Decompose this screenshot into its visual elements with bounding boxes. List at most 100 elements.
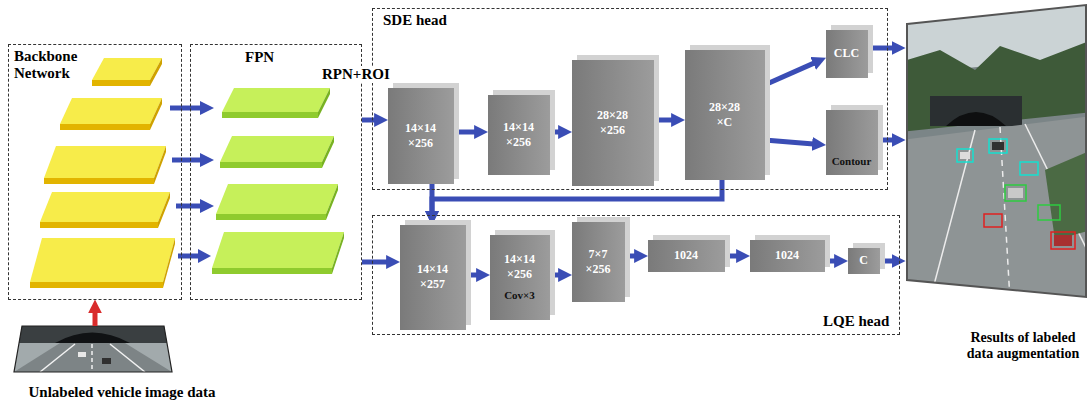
flow-arrow: [93, 312, 98, 326]
flow-arrow: [625, 254, 636, 259]
backbone-plates: [30, 58, 175, 288]
box-label: Contour: [832, 154, 872, 169]
level-arrows: [170, 101, 214, 263]
plate-front: [222, 112, 318, 118]
plate-side: [150, 58, 162, 86]
detection-box: [1005, 185, 1026, 201]
flow-arrow: [825, 259, 836, 264]
plate-top: [220, 136, 334, 162]
car: [992, 142, 1004, 150]
lane-line: [930, 130, 975, 300]
group-title: FPN: [245, 49, 274, 66]
plate-side: [332, 232, 344, 274]
box-label: 7×7 ×256: [576, 247, 620, 277]
result-screenshot: [900, 0, 1092, 300]
plate-top: [30, 238, 175, 282]
car: [78, 352, 86, 357]
input-photo: [10, 320, 180, 380]
plate-front: [220, 162, 322, 168]
detection-box: [1020, 162, 1038, 175]
image-panel: Results of labeled data augmentation: [905, 4, 1088, 362]
box-label: Cov×3: [504, 288, 535, 303]
tunnel-arch: [946, 112, 1006, 126]
feature-box: C: [848, 248, 880, 274]
feature-box: 14×14 ×256Cov×3: [490, 235, 550, 320]
flow-arrow: [725, 254, 738, 259]
detection-box: [989, 139, 1007, 153]
feature-box: 1024: [750, 240, 825, 272]
lane-line: [91, 344, 93, 372]
plate-front: [92, 80, 150, 86]
plate-side: [150, 98, 162, 130]
arrow-head: [198, 249, 211, 263]
plate-top: [60, 98, 162, 124]
tunnel-portal: [10, 326, 180, 343]
photo-ground: [10, 320, 180, 380]
plate-top: [92, 58, 162, 80]
plate-top: [222, 88, 330, 112]
box-label: 1024: [674, 248, 698, 263]
group-region: LQE head 14×14 ×257 14×14 ×256Cov×3 7×7 ×25…: [372, 215, 900, 335]
photo-ground: [900, 0, 1092, 300]
car: [102, 358, 111, 364]
group-title: LQE head: [823, 313, 889, 330]
tunnel-portal: [930, 96, 1022, 126]
fpn-plates: [212, 88, 344, 274]
feature-box: Contour: [826, 110, 878, 175]
plate-side: [326, 184, 338, 220]
arrow-shaft: [170, 106, 202, 111]
detection-box: [1051, 232, 1075, 249]
detection-box: [957, 149, 973, 162]
box-label: 14×14 ×257: [411, 262, 455, 292]
plate-front: [44, 178, 154, 184]
feature-box: 14×14 ×256: [388, 88, 454, 184]
box-label: 28×28 ×C: [703, 100, 747, 130]
lane-line: [1025, 124, 1092, 260]
flow-arrow: [765, 63, 815, 85]
flow-arrow: [454, 130, 476, 135]
flow-arrow: [868, 46, 894, 51]
car: [960, 152, 970, 159]
arrow-head: [200, 153, 214, 167]
plate-front: [40, 222, 158, 228]
group-region: SDE head 14×14 ×256 14×14 ×256 28×28 ×256 28…: [372, 8, 888, 190]
feature-box: 28×28 ×C: [685, 50, 765, 180]
arrow-shaft: [176, 204, 202, 209]
flow-arrow: [878, 138, 894, 143]
lane-line: [110, 344, 145, 372]
flow-arrow: [550, 273, 560, 278]
feature-box: 14×14 ×257: [400, 225, 466, 330]
plate-front: [212, 268, 332, 274]
flow-arrow: [880, 259, 894, 264]
edge-label: RPN+ROI: [320, 66, 392, 83]
plate-top: [216, 184, 338, 214]
plate-side: [158, 192, 170, 228]
image-panel: Unlabeled vehicle image data: [4, 326, 242, 400]
screen-frame: [907, 5, 1086, 297]
feature-box: CLC: [826, 30, 868, 78]
trees: [900, 40, 1092, 132]
box-label: 1024: [775, 248, 799, 263]
plate-top: [44, 146, 166, 178]
detection-box: [1038, 205, 1060, 220]
road: [14, 343, 172, 372]
arrow-shaft: [172, 158, 202, 163]
feature-box: 28×28 ×256: [572, 60, 654, 186]
plate-top: [212, 232, 344, 268]
input-frame: [14, 326, 172, 372]
lane-line: [40, 344, 75, 372]
flow-arrow: [765, 140, 814, 144]
box-label: 14×14 ×256: [399, 121, 443, 151]
plate-front: [60, 124, 150, 130]
arrow-head: [200, 199, 214, 213]
arrow-head: [200, 101, 214, 115]
image-caption: Unlabeled vehicle image data: [4, 384, 240, 400]
plate-side: [154, 146, 166, 184]
trees: [1045, 150, 1092, 240]
box-label: 14×14 ×256: [497, 120, 541, 150]
plate-side: [322, 136, 334, 168]
box-label: CLC: [834, 46, 859, 61]
flow-arrow: [466, 273, 478, 278]
group-title: SDE head: [383, 12, 447, 29]
